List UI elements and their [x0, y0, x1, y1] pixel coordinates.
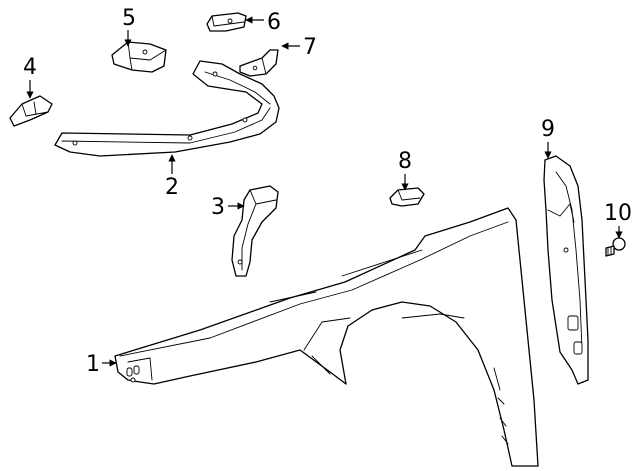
part-6-clip [206, 12, 247, 32]
callout-5: 5 [122, 6, 136, 47]
part-10-screw [605, 237, 626, 257]
callout-number-7: 7 [303, 35, 317, 60]
callout-number-1: 1 [86, 352, 100, 377]
callout-3: 3 [211, 195, 245, 220]
callout-number-4: 4 [23, 55, 37, 80]
callout-number-9: 9 [541, 117, 555, 142]
callout-number-3: 3 [211, 195, 225, 220]
callout-7: 7 [281, 35, 317, 60]
callout-8: 8 [398, 149, 412, 191]
callout-9: 9 [541, 117, 555, 159]
callout-number-2: 2 [165, 175, 179, 200]
part-7-bracket [239, 49, 279, 77]
part-5-bracket [111, 41, 167, 73]
callout-4: 4 [23, 55, 37, 99]
callout-6: 6 [245, 10, 281, 35]
part-8-clip [389, 187, 425, 207]
callout-2: 2 [165, 154, 179, 200]
callout-number-5: 5 [122, 6, 136, 31]
part-4-bracket [9, 95, 53, 127]
callout-number-8: 8 [398, 149, 412, 174]
part-3-bracket [231, 185, 279, 277]
part-9-liner-panel [543, 155, 589, 385]
part-1-fender [114, 207, 539, 467]
callout-number-10: 10 [604, 201, 632, 226]
callout-10: 10 [604, 201, 632, 239]
part-2-fender-rail [54, 60, 280, 157]
callout-1: 1 [86, 352, 117, 377]
callout-number-6: 6 [267, 10, 281, 35]
